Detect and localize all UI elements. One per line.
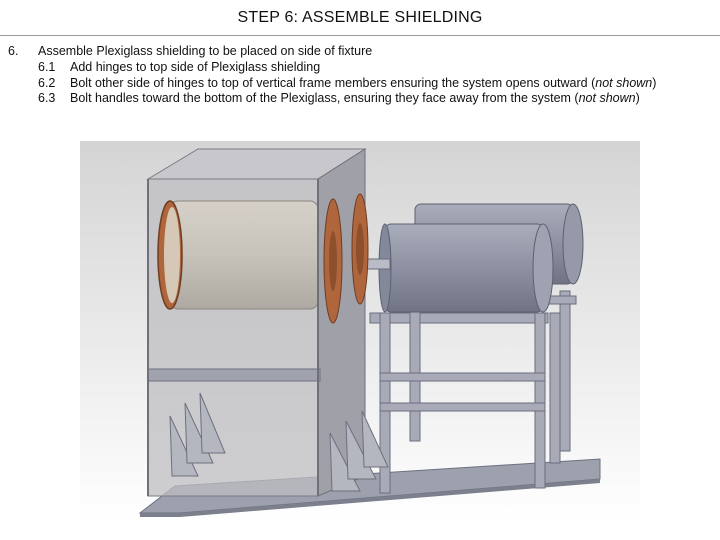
wooden-disc — [323, 198, 343, 324]
substep-item: 6.2 Bolt other side of hinges to top of … — [0, 76, 720, 92]
substep-text-part: Bolt handles toward the bottom of the Pl… — [70, 91, 579, 105]
substep-text: Bolt other side of hinges to top of vert… — [70, 76, 710, 92]
substep-number: 6.1 — [38, 60, 56, 74]
substep-item: 6.3 Bolt handles toward the bottom of th… — [0, 91, 720, 107]
support-brackets — [169, 392, 389, 492]
slide-title: STEP 6: ASSEMBLE SHIELDING — [237, 8, 483, 26]
substep-text-part: ) — [652, 75, 657, 90]
substep-text: Bolt handles toward the bottom of the Pl… — [70, 91, 710, 107]
step-number: 6. — [8, 44, 19, 58]
substep-text-italic: not shown — [595, 75, 653, 90]
front-cylinder — [378, 223, 554, 313]
substep-text: Add hinges to top side of Plexiglass shi… — [70, 60, 321, 74]
substep-number: 6.2 — [38, 75, 56, 90]
slide-header: STEP 6: ASSEMBLE SHIELDING — [0, 0, 720, 36]
substep-number: 6.3 — [38, 91, 56, 105]
fixture-render — [80, 141, 640, 523]
right-stand-frame — [369, 290, 577, 494]
cross-bar — [147, 368, 321, 382]
substep-text-italic: not shown — [578, 91, 636, 105]
step-item: 6. Assemble Plexiglass shielding to be p… — [0, 44, 720, 60]
instruction-list: 6. Assemble Plexiglass shielding to be p… — [0, 44, 720, 107]
step-text: Assemble Plexiglass shielding to be plac… — [38, 44, 373, 58]
substep-text-part: Bolt other side of hinges to top of vert… — [70, 75, 596, 90]
base-plate-edge — [140, 479, 600, 517]
inner-cylinder — [157, 200, 319, 310]
substep-item: 6.1 Add hinges to top side of Plexiglass… — [0, 60, 720, 76]
substep-text-part: ) — [635, 91, 640, 105]
assembly-figure — [80, 141, 640, 523]
enclosure-edges — [147, 179, 319, 496]
wooden-disc — [351, 193, 369, 305]
